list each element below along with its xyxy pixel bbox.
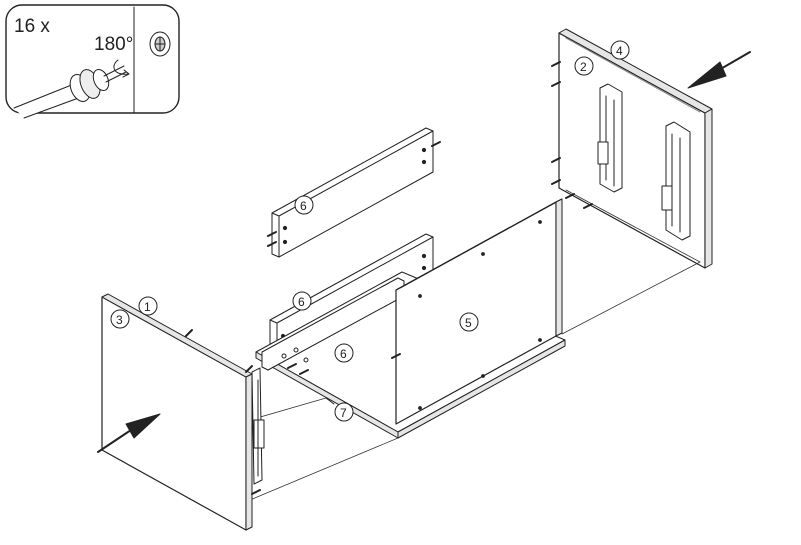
callout-6-top — [294, 195, 314, 215]
drawer-runner-right — [665, 121, 691, 241]
cam-lock-inset: 16 x 180° — [5, 4, 180, 119]
top-rail — [267, 127, 441, 258]
rotation-arrow-icon — [113, 59, 129, 75]
callout-6-mid-label: 6 — [298, 295, 305, 309]
callout-2-label: 2 — [580, 60, 587, 74]
left-side-panel — [97, 293, 265, 531]
rotation-label: 180° — [94, 34, 133, 55]
callout-6-bottom — [334, 343, 354, 363]
callout-4 — [610, 40, 630, 60]
callout-6-mid — [292, 291, 312, 311]
callout-6-top-label: 6 — [300, 199, 307, 213]
callout-3-label: 3 — [116, 313, 123, 327]
callout-1 — [138, 296, 158, 316]
callout-5-label: 5 — [465, 316, 472, 330]
callout-7 — [334, 402, 354, 422]
callout-2 — [574, 56, 594, 76]
inset-frame — [5, 4, 180, 114]
quantity-label: 16 x — [14, 16, 50, 37]
callout-6-bottom-label: 6 — [340, 347, 347, 361]
assembly-guides — [249, 189, 701, 501]
callout-7-label: 7 — [340, 406, 347, 420]
back-panel — [391, 198, 563, 425]
callout-5 — [459, 312, 479, 332]
drawer-runner-left — [599, 83, 623, 193]
insert-arrow-left — [97, 427, 135, 453]
right-side-panel — [551, 28, 751, 269]
callout-4-label: 4 — [616, 44, 623, 58]
callout-1-label: 1 — [144, 300, 151, 314]
callout-3 — [110, 309, 130, 329]
